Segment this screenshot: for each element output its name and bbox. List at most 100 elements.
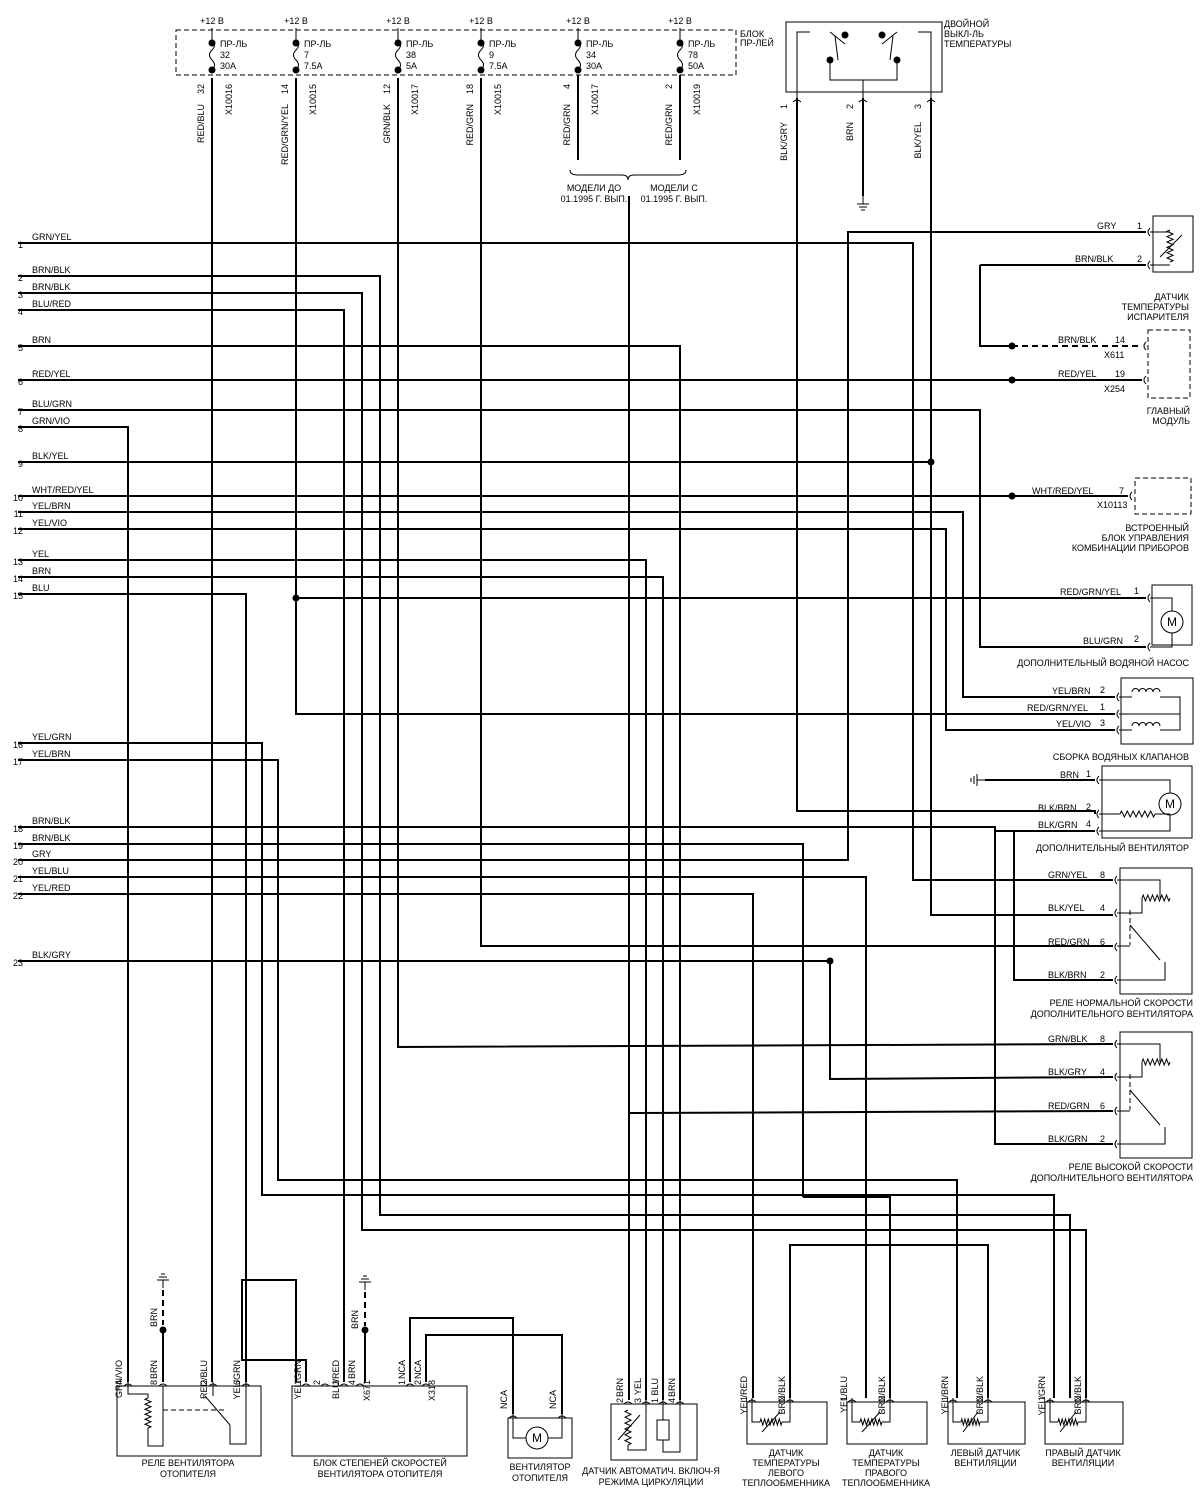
right_hx-pin: 1 [839, 1396, 849, 1401]
wire-brn-blk-evap [979, 265, 1012, 347]
wire-1 [18, 242, 1113, 881]
fuse-supply-label: +12 В [284, 16, 308, 26]
connector-mark [1129, 491, 1133, 501]
speed-block-wire: X318 [427, 1380, 437, 1401]
fuse-wire-label: RED/GRN [562, 104, 572, 146]
resistor-icon [859, 1417, 883, 1427]
resistor-icon [1165, 229, 1175, 263]
wire-3 [18, 292, 1087, 1398]
junction-dot [878, 31, 886, 39]
heater-fan-wire: NCA [499, 1390, 509, 1409]
fuse-number: 32 [220, 50, 230, 60]
fuse-pin-label: 18 [465, 84, 475, 94]
hr-int [147, 1386, 164, 1447]
switch-blade [829, 31, 846, 45]
coil-icon [1131, 722, 1161, 727]
high-relay-box [1119, 1031, 1193, 1159]
left_hx-wire: YEL/RED [739, 1376, 749, 1415]
normal-relay-box [1119, 867, 1193, 995]
resistor-icon [1141, 893, 1171, 903]
fuse-connector-label: X10019 [692, 84, 702, 115]
wire-19 [18, 843, 804, 1197]
wire-brn-blk-hx [803, 1196, 891, 1398]
speed-block-pin: 1 [293, 1380, 303, 1385]
relay-contact [1129, 1089, 1161, 1126]
recirc-sensor-pin: 3 [633, 1398, 643, 1403]
switch-wire-label: BLK/GRY [779, 122, 789, 161]
harness-wire-color: BLK/GRY [32, 950, 71, 960]
connector-mark [1114, 1039, 1118, 1049]
high-relay-pin: 6 [1100, 1101, 1105, 1111]
heater-relay-wire: BRN [149, 1360, 159, 1379]
junction-23 [826, 957, 834, 965]
wire-yel-grn-heater [241, 1279, 307, 1382]
harness-wire-color: BRN [32, 566, 51, 576]
heater-relay-pin: 2 [199, 1380, 209, 1385]
components [116, 21, 1194, 1461]
wire-14 [18, 576, 664, 1400]
wire-5 [18, 345, 681, 1400]
hx-int [851, 1398, 860, 1423]
junction-dot [826, 56, 834, 64]
left_hx-pin: 2 [777, 1396, 787, 1401]
connector-mark [1143, 341, 1147, 351]
harness-pin-number: 4 [18, 307, 23, 317]
main-module-box [1147, 329, 1191, 399]
fuse-rating: 7.5A [304, 61, 323, 71]
ground-temp-switch [857, 196, 869, 211]
fuse-dot [292, 39, 300, 47]
connector-mark [658, 1401, 668, 1405]
resistor-icon [1141, 1057, 1171, 1067]
wire-brn-blk-vent [789, 1244, 989, 1398]
junction-dot [1008, 342, 1016, 350]
harness-pin-number: 7 [18, 407, 23, 417]
fuse-number: 38 [406, 50, 416, 60]
high-relay-wire: BLK/GRY [1048, 1067, 1087, 1077]
fuse-dot [208, 39, 216, 47]
left_vent-wire: YEL/BRN [940, 1376, 950, 1415]
fuse-dot [676, 39, 684, 47]
normal-relay-wire: GRN/YEL [1048, 870, 1088, 880]
harness-pin-number: 2 [18, 273, 23, 283]
connector-mark [1081, 1399, 1091, 1403]
wire-17 [18, 759, 958, 1398]
speed-block-pin: 2 [413, 1380, 423, 1385]
water-pump-wire: BLU/GRN [1083, 636, 1123, 646]
harness-wire-color: BRN/BLK [32, 282, 71, 292]
resistor-icon [1057, 1417, 1079, 1427]
harness-wire-color: YEL/RED [32, 883, 71, 893]
evap-sensor-pin: 2 [1137, 254, 1142, 264]
hx-int [1078, 1398, 1087, 1423]
connector-mark [1114, 1106, 1118, 1116]
cluster-pin: 7 [1119, 486, 1124, 496]
harness-wire-color: YEL/GRN [32, 732, 72, 742]
fuse-supply-label: +12 В [386, 16, 410, 26]
water-pump-pin: 1 [1134, 586, 1139, 596]
resistor-icon [1119, 809, 1156, 819]
cluster-conn: X10113 [1097, 500, 1127, 510]
harness-pin-number: 1 [18, 240, 23, 250]
connector-mark [1114, 942, 1118, 952]
harness-pin-number: 15 [13, 591, 23, 601]
switch-int [918, 31, 932, 98]
connector-mark [208, 1383, 218, 1387]
speed-block-wire: YEL/GRN [293, 1360, 303, 1400]
connector-mark [792, 99, 802, 103]
connector-mark [421, 1383, 431, 1387]
aux-fan-wire: BLK/BRN [1038, 803, 1077, 813]
harness-pin-number: 20 [13, 857, 23, 867]
normal-relay-pin: 6 [1100, 937, 1105, 947]
hr-contact [204, 1395, 231, 1426]
heater-relay-pin: 4 [114, 1380, 124, 1385]
resistor-icon [143, 1397, 153, 1429]
high-relay-pin: 8 [1100, 1034, 1105, 1044]
aux-fan-pin: 4 [1086, 819, 1091, 829]
motor-letter: M [1167, 615, 1177, 629]
